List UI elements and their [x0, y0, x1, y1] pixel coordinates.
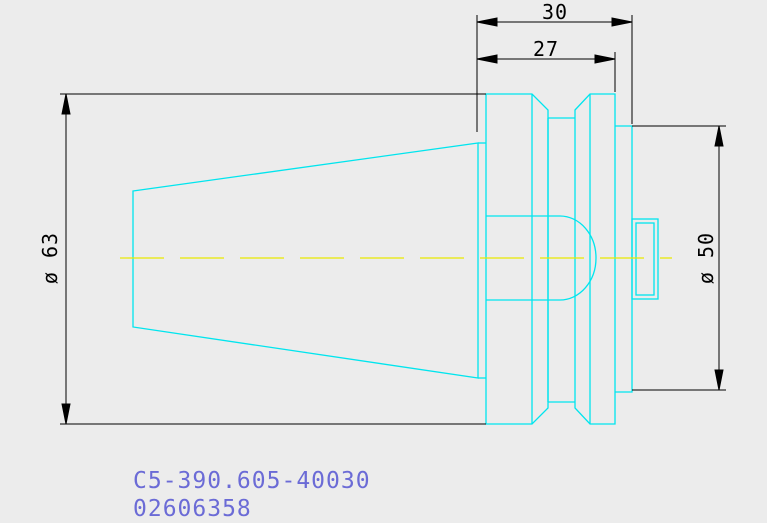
arrowhead [714, 125, 724, 147]
arrowhead [714, 369, 724, 391]
dim-text-27: 27 [533, 37, 559, 61]
item-code-label: 02606358 [133, 496, 252, 522]
drive-key [631, 218, 659, 300]
part-number-label: C5-390.605-40030 [133, 468, 371, 494]
arrowhead [61, 403, 71, 425]
arrowhead [476, 17, 498, 27]
dim-text-diameter-63: ø 63 [38, 232, 62, 284]
arrowhead [611, 17, 633, 27]
taper-shank [132, 142, 479, 379]
drive-key-inner [635, 222, 655, 296]
arrowhead [476, 54, 498, 64]
groove [548, 117, 575, 403]
dimension-lines [60, 15, 726, 425]
arrowhead [594, 54, 616, 64]
body-step [615, 125, 633, 393]
dim-text-diameter-50: ø 50 [694, 232, 718, 284]
flange-front [485, 93, 549, 425]
inner-bore [486, 215, 597, 301]
flange-rear [574, 93, 616, 425]
arrowhead [61, 93, 71, 115]
dim-text-30: 30 [542, 0, 568, 24]
tool-holder-outline [132, 93, 659, 425]
